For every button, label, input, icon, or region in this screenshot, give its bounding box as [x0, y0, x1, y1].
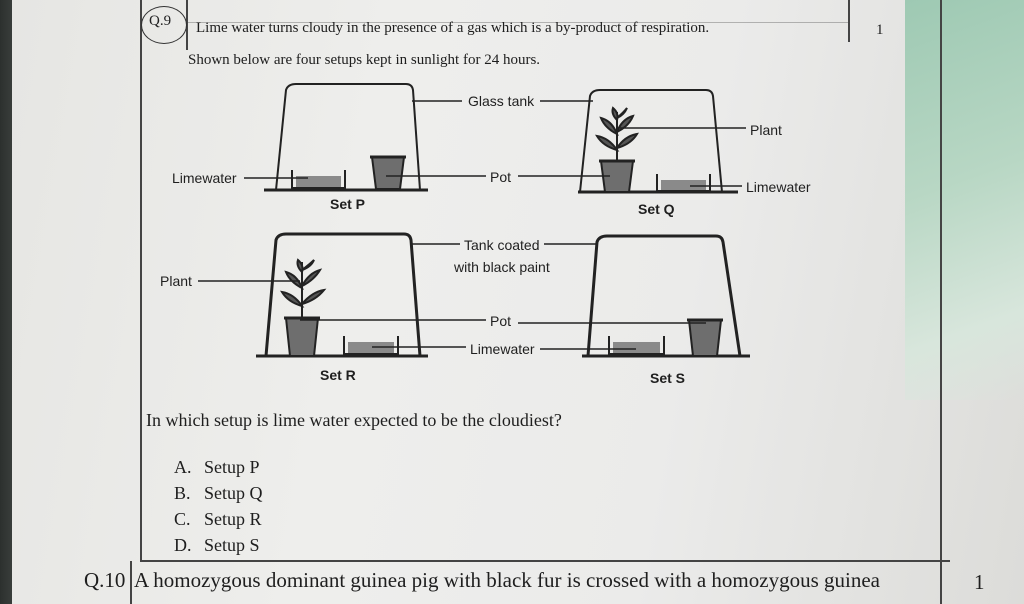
- set-r-plant: [280, 258, 327, 318]
- set-s-limewater-dish: [608, 336, 665, 355]
- q10-number-column-line: [130, 561, 132, 604]
- option-c: C. Setup R: [174, 509, 262, 530]
- header-underline: [186, 22, 850, 23]
- label-set-r: Set R: [320, 367, 356, 383]
- set-r-limewater-dish: [343, 336, 399, 355]
- exam-paper: [12, 0, 1024, 604]
- set-q-plant: [595, 106, 639, 161]
- marks-value: 1: [876, 22, 884, 38]
- option-b-text: Setup Q: [204, 483, 263, 503]
- set-s-pot: [687, 318, 723, 357]
- label-tank-coated-line-1: Tank coated: [464, 237, 540, 253]
- set-r-coated-tank: [256, 232, 428, 358]
- label-limewater-p: Limewater: [172, 170, 237, 186]
- question-number: Q.9: [149, 13, 172, 29]
- set-p-pot: [370, 155, 406, 190]
- option-a: A. Setup P: [174, 457, 260, 478]
- question-number-column-line: [140, 0, 142, 560]
- row-divider: [140, 560, 950, 562]
- question-number-circle: [141, 6, 187, 44]
- question-statement-line-2: Shown below are four setups kept in sunl…: [188, 52, 541, 68]
- q10-marks: 1: [974, 570, 985, 594]
- set-r-pot: [284, 316, 320, 357]
- option-d-letter: D.: [174, 535, 192, 555]
- label-set-q: Set Q: [638, 201, 675, 217]
- label-set-p: Set P: [330, 196, 365, 212]
- label-leader-lines: [198, 100, 746, 350]
- label-tank-coated-line-2: with black paint: [453, 259, 550, 275]
- set-p-limewater-dish: [291, 170, 346, 189]
- option-d: D. Setup S: [174, 535, 260, 556]
- label-pot-bottom: Pot: [490, 313, 511, 329]
- label-set-s: Set S: [650, 370, 685, 386]
- set-q-limewater-dish: [656, 174, 711, 192]
- marks-column-line-right: [940, 0, 942, 604]
- question-statement-line-1: Lime water turns cloudy in the presence …: [196, 20, 710, 36]
- option-c-letter: C.: [174, 509, 191, 529]
- label-limewater-q: Limewater: [746, 179, 811, 195]
- option-a-text: Setup P: [204, 457, 260, 477]
- label-glass-tank: Glass tank: [468, 93, 535, 109]
- label-pot-top: Pot: [490, 169, 511, 185]
- option-b: B. Setup Q: [174, 483, 263, 504]
- option-b-letter: B.: [174, 483, 191, 503]
- option-a-letter: A.: [174, 457, 192, 477]
- question-prompt: In which setup is lime water expected to…: [146, 410, 562, 430]
- set-s-coated-tank: [582, 234, 750, 358]
- option-d-text: Setup S: [204, 535, 260, 555]
- option-c-text: Setup R: [204, 509, 262, 529]
- background-object: [905, 0, 1024, 400]
- q10-number: Q.10: [84, 568, 126, 592]
- label-plant-r: Plant: [160, 273, 192, 289]
- label-limewater-bottom: Limewater: [470, 341, 535, 357]
- label-plant-q: Plant: [750, 122, 782, 138]
- marks-column-line: [848, 0, 850, 42]
- q10-statement: A homozygous dominant guinea pig with bl…: [134, 568, 880, 592]
